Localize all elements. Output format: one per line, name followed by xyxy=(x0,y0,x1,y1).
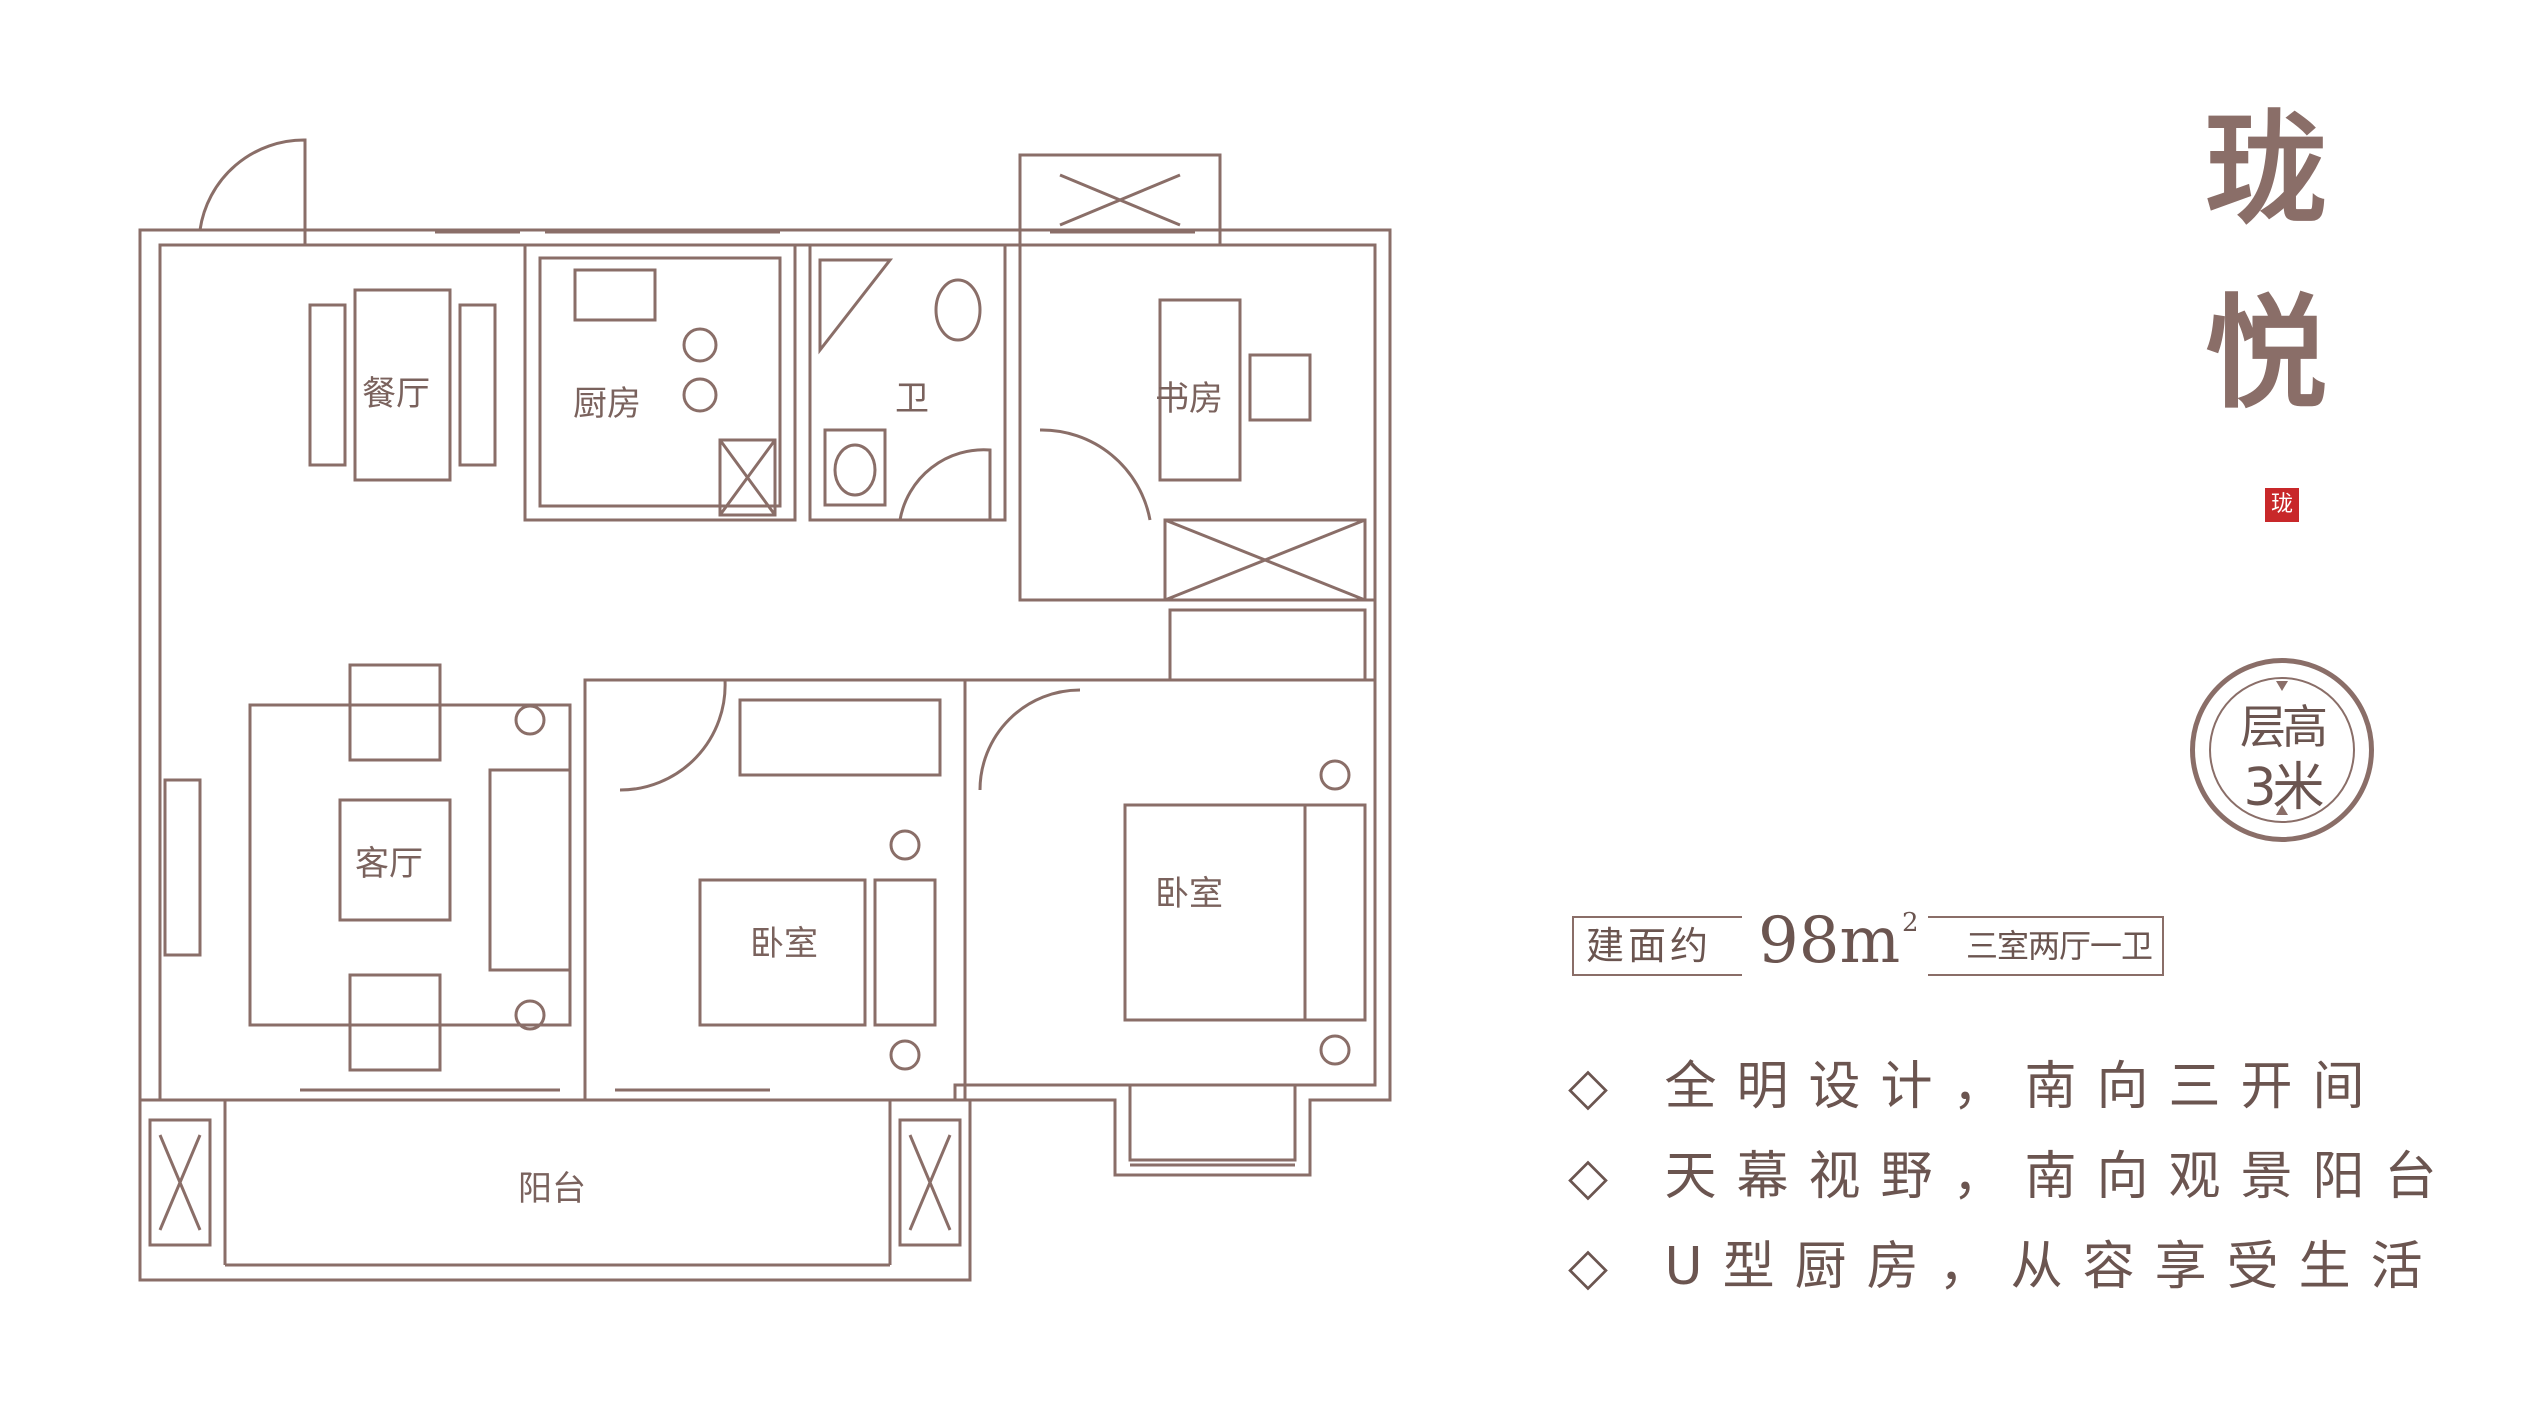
feature-item: ◇ U型厨房，从容享受生活 xyxy=(1568,1237,2443,1297)
bath-door xyxy=(898,448,992,521)
kitchen-wall xyxy=(523,243,797,522)
bedroom1-wall xyxy=(583,678,967,1102)
seal-stamp: 珑 xyxy=(2265,488,2299,522)
area-prefix: 建面约 xyxy=(1572,916,1742,976)
triangle-up-icon xyxy=(2276,805,2288,815)
bath-wall xyxy=(808,243,1007,522)
ceiling-label: 层高 xyxy=(2240,700,2328,754)
entry-door xyxy=(198,138,307,245)
room-bedroom-1: 卧室 xyxy=(750,924,818,964)
area-value: 98m xyxy=(1758,904,1901,978)
room-bedroom-2: 卧室 xyxy=(1155,874,1223,914)
room-living: 客厅 xyxy=(355,844,423,884)
room-bath: 卫 xyxy=(895,379,929,419)
unit-type: 三室两厅一卫 xyxy=(1928,916,2164,976)
room-study: 书房 xyxy=(1155,379,1223,419)
ceiling-height-badge: 层高 3米 xyxy=(2190,658,2374,842)
feature-item: ◇ 全明设计，南向三开间 xyxy=(1568,1057,2385,1117)
triangle-down-icon xyxy=(2276,681,2288,691)
study-door xyxy=(1039,428,1152,521)
room-dining: 餐厅 xyxy=(362,374,430,414)
study-wall xyxy=(1018,243,1377,602)
title-char-2: 悦 xyxy=(2205,281,2327,425)
floor-plan: 餐厅 厨房 卫 书房 客厅 卧室 卧室 阳台 xyxy=(138,138,1392,1282)
bedroom1-door xyxy=(619,679,727,792)
area-unit-superscript: 2 xyxy=(1902,908,1919,938)
area-summary: 建面约 98m 2 三室两厅一卫 xyxy=(1572,904,2202,988)
room-balcony: 阳台 xyxy=(518,1169,586,1209)
room-kitchen: 厨房 xyxy=(573,384,641,424)
feature-item: ◇ 天幕视野，南向观景阳台 xyxy=(1568,1147,2457,1207)
balcony-area xyxy=(138,1098,972,1282)
title-char-1: 珑 xyxy=(2205,97,2327,241)
ceiling-value: 3米 xyxy=(2243,758,2324,818)
bedroom2-door xyxy=(978,688,1081,791)
